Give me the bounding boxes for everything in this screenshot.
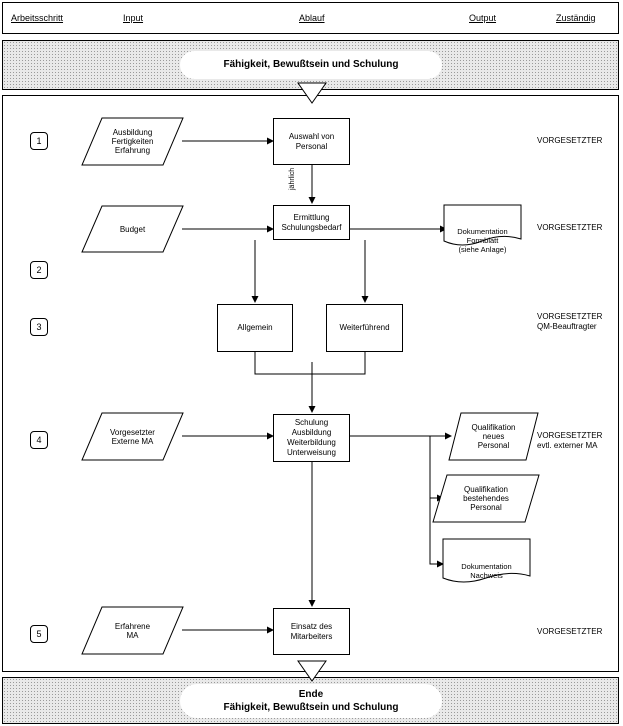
- exit-connector: [297, 660, 327, 682]
- step-4: 4: [30, 431, 48, 449]
- column-header: Arbeitsschritt Input Ablauf Output Zustä…: [2, 2, 619, 34]
- process-allgemein: Allgemein: [217, 304, 293, 352]
- step-5: 5: [30, 625, 48, 643]
- responsible-2: VORGESETZTER: [537, 223, 603, 232]
- output-qualifikation-neu: Qualifikation neues Personal: [448, 412, 539, 461]
- step-2: 2: [30, 261, 48, 279]
- col-zustaendig: Zuständig: [556, 13, 596, 23]
- col-ablauf: Ablauf: [299, 13, 325, 23]
- end-band: Ende Fähigkeit, Bewußtsein und Schulung: [2, 677, 619, 724]
- process-auswahl: Auswahl von Personal: [273, 118, 350, 165]
- input-budget-label: Budget: [119, 224, 146, 234]
- step-1: 1: [30, 132, 48, 150]
- col-output: Output: [469, 13, 497, 23]
- process-schulung: Schulung Ausbildung Weiterbildung Unterw…: [273, 414, 350, 462]
- start-title: Fähigkeit, Bewußtsein und Schulung: [180, 51, 442, 79]
- output-qualifikation-neu-label: Qualifikation neues Personal: [471, 423, 516, 450]
- end-title: Ende Fähigkeit, Bewußtsein und Schulung: [180, 684, 442, 718]
- input-erfahrene-ma-label: Erfahrene MA: [114, 621, 151, 640]
- input-ausbildung-label: Ausbildung Fertigkeiten Erfahrung: [111, 128, 154, 155]
- input-erfahrene-ma: Erfahrene MA: [81, 606, 184, 655]
- responsible-1: VORGESETZTER: [537, 136, 603, 145]
- responsible-3: VORGESETZTER QM-Beauftragter: [537, 312, 603, 331]
- output-qualifikation-bestehend: Qualifikation bestehendes Personal: [432, 474, 540, 523]
- output-dokumentation-nachweis: Dokumentation Nachweis: [442, 538, 531, 583]
- input-vorgesetzter-label: Vorgesetzter Externe MA: [110, 427, 155, 446]
- process-ermittlung: Ermittlung Schulungsbedarf: [273, 205, 350, 240]
- start-band: Fähigkeit, Bewußtsein und Schulung: [2, 40, 619, 90]
- step-3: 3: [30, 318, 48, 336]
- input-budget: Budget: [81, 205, 184, 253]
- input-vorgesetzter: Vorgesetzter Externe MA: [81, 412, 184, 461]
- output-dokumentation-nachweis-label: Dokumentation Nachweis: [461, 562, 512, 580]
- input-ausbildung: Ausbildung Fertigkeiten Erfahrung: [81, 117, 184, 166]
- flow-area: [2, 95, 619, 672]
- end-subtitle: Fähigkeit, Bewußtsein und Schulung: [223, 702, 399, 713]
- responsible-4: VORGESETZTER evtl. externer MA: [537, 431, 603, 450]
- col-arbeitsschritt: Arbeitsschritt: [11, 13, 64, 23]
- process-einsatz: Einsatz des Mitarbeiters: [273, 608, 350, 655]
- responsible-5: VORGESETZTER: [537, 627, 603, 636]
- entry-connector: [297, 82, 327, 104]
- output-qualifikation-bestehend-label: Qualifikation bestehendes Personal: [463, 485, 509, 512]
- output-dokumentation-formblatt: Dokumentation Formblatt (siehe Anlage): [443, 204, 522, 254]
- output-dokumentation-formblatt-label: Dokumentation Formblatt (siehe Anlage): [457, 227, 508, 254]
- process-weiterfuehrend: Weiterführend: [326, 304, 403, 352]
- annual-label: jährlich: [289, 167, 296, 190]
- end-label: Ende: [298, 689, 324, 700]
- col-input: Input: [123, 13, 144, 23]
